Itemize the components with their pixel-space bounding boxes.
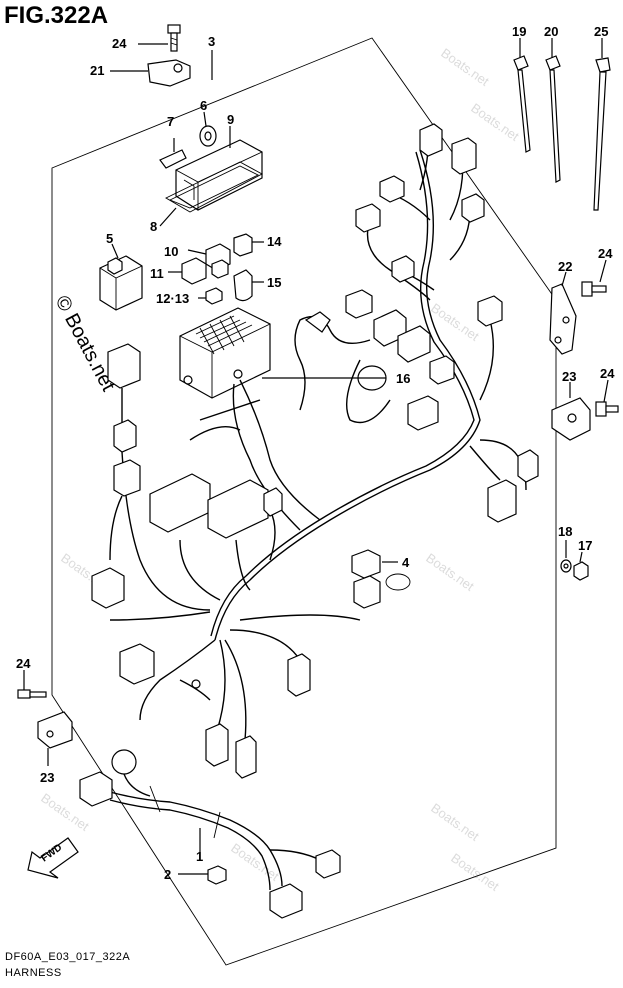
watermark-text: Boats.net xyxy=(448,850,502,894)
callout-label: 6 xyxy=(200,98,207,113)
callout-label: 24 xyxy=(600,366,615,381)
callout-label: 8 xyxy=(150,219,157,234)
callout-label: 4 xyxy=(402,555,410,570)
callout-label: 1 xyxy=(196,849,203,864)
part-relay-11 xyxy=(168,257,229,285)
callout-label: 2 xyxy=(164,867,171,882)
figure-code: DF60A_E03_017_322A xyxy=(5,951,131,963)
part-tie-25 xyxy=(593,38,611,211)
callout-label: 17 xyxy=(578,538,592,553)
part-relay-5 xyxy=(99,243,143,311)
part-harness-1 xyxy=(79,749,341,919)
part-nut-17 xyxy=(573,551,589,581)
part-relay-14 xyxy=(233,233,264,257)
part-junction-box xyxy=(179,307,271,399)
part-bolt-24-right-b xyxy=(595,379,619,417)
harness-wires xyxy=(109,129,527,761)
callout-label: 18 xyxy=(558,524,572,539)
assembly-outline xyxy=(51,37,557,966)
callout-label: 12·13 xyxy=(156,291,189,306)
callout-label: 23 xyxy=(562,369,576,384)
part-fuse-12-13 xyxy=(198,287,223,305)
part-grommet-6 xyxy=(199,125,217,147)
callout-layer: 24 21 3 6 9 7 8 5 10 14 11 15 12·13 16 4… xyxy=(16,24,615,882)
watermark-layer: Boats.net Boats.net Boats.net Boats.net … xyxy=(38,45,522,894)
leader-lines xyxy=(199,50,398,852)
callout-label: 19 xyxy=(512,24,526,39)
callout-label: 7 xyxy=(167,114,174,129)
watermark-text: Boats.net xyxy=(468,100,522,144)
part-bracket-23-right xyxy=(551,382,591,441)
figure-title: FIG.322A xyxy=(4,2,109,29)
callout-label: 24 xyxy=(16,656,31,671)
watermark-text: Boats.net xyxy=(438,45,492,89)
part-cover-9 xyxy=(175,126,263,211)
part-bracket-22 xyxy=(549,271,577,355)
callout-label: 5 xyxy=(106,231,113,246)
callout-label: 23 xyxy=(40,770,54,785)
part-nut-2 xyxy=(178,865,227,885)
callout-label: 21 xyxy=(90,63,104,78)
part-gasket-8 xyxy=(159,161,263,227)
watermark-text: Boats.net xyxy=(423,550,477,594)
callout-label: 24 xyxy=(112,36,127,51)
part-clip-7 xyxy=(159,138,187,169)
part-cap-15 xyxy=(233,269,264,302)
watermark-text: Boats.net xyxy=(428,800,482,844)
callout-label: 9 xyxy=(227,112,234,127)
callout-label: 24 xyxy=(598,246,613,261)
callout-label: 15 xyxy=(267,275,281,290)
callout-label: 25 xyxy=(594,24,608,39)
watermark-text: Boats.net xyxy=(428,300,482,344)
callout-label: 22 xyxy=(558,259,572,274)
callout-label: 14 xyxy=(267,234,282,249)
part-bolt-24-right-a xyxy=(581,259,607,297)
part-clamp-21 xyxy=(110,59,191,87)
fwd-arrow-icon: FWD xyxy=(27,837,79,879)
part-tie-20 xyxy=(545,38,561,183)
callout-label: 10 xyxy=(164,244,178,259)
part-washer-18 xyxy=(560,540,572,573)
part-tie-19 xyxy=(513,38,531,153)
callout-label: 16 xyxy=(396,371,410,386)
part-bracket-23-bottom xyxy=(37,711,73,766)
part-bolt-24-top xyxy=(138,24,181,52)
harness-connectors xyxy=(91,123,539,779)
callout-label: 20 xyxy=(544,24,558,39)
part-connector-left-upper xyxy=(107,343,141,453)
figure-caption: HARNESS xyxy=(5,967,62,979)
part-bolt-24-bottom xyxy=(17,670,47,699)
callout-label: 3 xyxy=(208,34,215,49)
callout-label: 11 xyxy=(150,266,164,281)
